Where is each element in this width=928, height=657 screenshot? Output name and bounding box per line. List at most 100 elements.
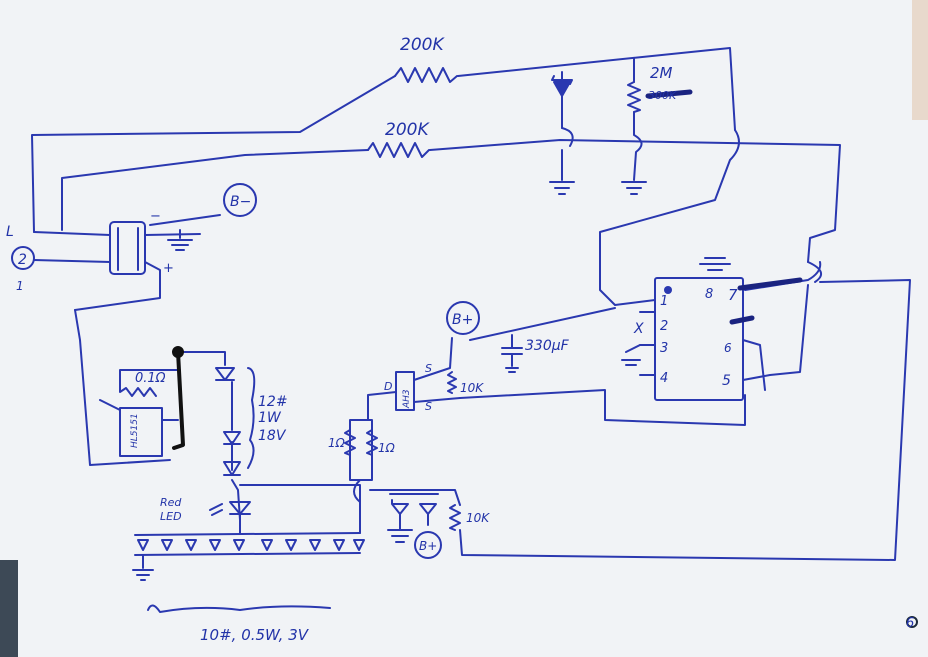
coil-inner xyxy=(117,227,139,271)
label-r-2m: 2M xyxy=(650,64,673,82)
scribbles xyxy=(645,89,803,325)
label-batt-pos-1: B+ xyxy=(452,312,473,328)
paper-left-edge xyxy=(0,560,18,657)
led-row-connection xyxy=(239,484,361,534)
resistor-10k-1 xyxy=(447,371,457,394)
led-row-rail-top xyxy=(134,532,361,536)
marker-dot xyxy=(172,346,184,358)
wire-2m-branch xyxy=(633,57,643,181)
label-coil-l: L xyxy=(6,224,14,240)
driver-wires xyxy=(99,399,179,421)
resistor-200k-mid xyxy=(367,142,430,158)
coil-block xyxy=(109,221,146,275)
label-led-power: 1W xyxy=(258,410,282,426)
scribble-pin7 xyxy=(737,277,803,291)
ic-555 xyxy=(654,277,744,401)
resistor-2m xyxy=(627,81,641,113)
scribble-pin7b xyxy=(729,315,755,325)
label-cap: 330µF xyxy=(525,338,570,354)
driver-chip xyxy=(119,407,163,457)
label-term-plus: + xyxy=(163,261,174,276)
label-ic-pin3: 3 xyxy=(660,341,668,356)
label-ic-pin6: 6 xyxy=(724,341,732,355)
ground-1 xyxy=(549,181,575,195)
led-row-brace xyxy=(147,604,331,613)
label-page-number: 6 xyxy=(906,616,914,631)
label-r-10k-2: 10K xyxy=(466,511,490,525)
resistor-200k-top xyxy=(394,67,458,83)
capacitor-330uf xyxy=(469,307,616,373)
label-red-led-2: LED xyxy=(160,510,182,523)
label-coil-1: 1 xyxy=(16,279,24,293)
label-r-2m-struck: 300K xyxy=(648,89,677,102)
battery-plus-1 xyxy=(446,301,480,335)
resistors-1ohm xyxy=(344,419,378,481)
label-r-sense: 0.1Ω xyxy=(135,371,166,386)
wire-mosfet-ic xyxy=(459,389,746,426)
ground-2 xyxy=(621,181,647,195)
ground-5 xyxy=(621,344,641,366)
marker-stroke xyxy=(172,350,185,450)
label-r-1ohm-a: 1Ω xyxy=(328,436,346,450)
wire-second-rail xyxy=(61,139,841,263)
label-mosfet-s2: S xyxy=(425,400,432,413)
ic-pins xyxy=(639,311,766,391)
label-r-top: 200K xyxy=(400,35,445,55)
wire-pin5 xyxy=(742,284,809,381)
label-mosfet-s1: S xyxy=(425,362,432,375)
battery-minus xyxy=(223,183,257,217)
ic-pin1-dot xyxy=(664,286,672,294)
label-ic-pin1: 1 xyxy=(660,294,668,309)
coil-wires xyxy=(33,231,201,311)
ground-4 xyxy=(132,555,154,581)
led-row-diodes xyxy=(137,539,365,551)
paper-right-edge xyxy=(912,0,928,120)
bottom-diodes xyxy=(387,493,439,543)
label-ic-pin2: 2 xyxy=(660,319,668,334)
led-chain-diodes xyxy=(215,367,241,476)
wire-crossover-1 xyxy=(561,127,574,147)
wiring xyxy=(11,47,911,613)
label-ic-pin4: 4 xyxy=(660,371,668,386)
label-term-minus: − xyxy=(150,209,161,224)
wire-pin7 xyxy=(744,261,822,291)
wire-right-descend xyxy=(599,129,740,306)
label-ic-pin5: 5 xyxy=(722,373,731,389)
label-ic-pin8: 8 xyxy=(705,287,713,302)
label-ic-x: X xyxy=(633,321,644,337)
label-ic-pin7: 7 xyxy=(728,286,738,304)
led-chain-brace xyxy=(247,367,256,469)
coil-terminal xyxy=(11,246,35,270)
label-coil-2: 2 xyxy=(18,252,27,268)
label-r-10k-1: 10K xyxy=(460,381,484,395)
wire-b-minus xyxy=(149,214,221,226)
label-r-1ohm-b: 1Ω xyxy=(378,441,396,455)
red-led-rays xyxy=(209,503,223,516)
wire-led-chain xyxy=(177,351,241,521)
wire-crossover-2 xyxy=(353,479,461,506)
label-r-mid: 200K xyxy=(385,120,430,140)
scribble-2m xyxy=(645,89,693,99)
label-mosfet-d: D xyxy=(384,380,392,393)
mosfet-wires xyxy=(367,337,461,421)
ground-top xyxy=(699,257,731,271)
label-batt-neg: B− xyxy=(230,194,251,210)
label-batt-pos-2: B+ xyxy=(419,539,437,553)
pin8-crossover xyxy=(807,261,823,283)
label-red-led: Red xyxy=(160,496,182,509)
zener-diode xyxy=(551,75,573,97)
wire-top-rail xyxy=(31,47,736,233)
label-led-voltage: 18V xyxy=(258,428,287,444)
resistor-10k-2 xyxy=(449,279,911,561)
label-led-row-count: 10#, 0.5W, 3V xyxy=(200,626,310,644)
red-led xyxy=(229,501,251,527)
label-led-chain: 12# xyxy=(258,394,288,410)
led-row-rail-bottom xyxy=(134,552,361,556)
wire-left-loop xyxy=(74,309,171,466)
page-number-ring xyxy=(906,616,918,628)
label-mosfet: AH3 xyxy=(402,389,412,409)
battery-plus-2 xyxy=(414,531,442,559)
label-driver-chip: HL5151 xyxy=(130,413,140,448)
